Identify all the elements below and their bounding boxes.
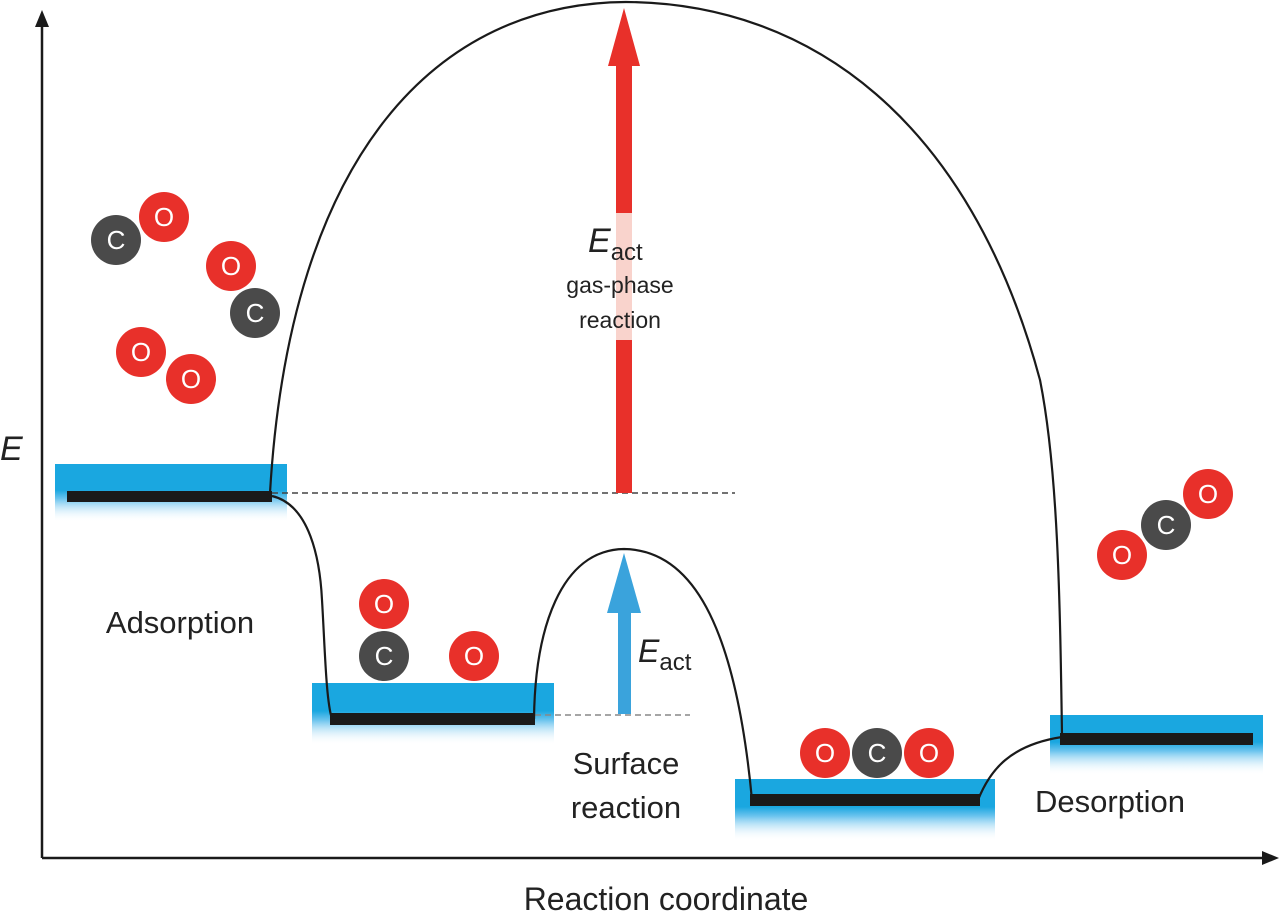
svg-text:O: O — [815, 738, 835, 768]
svg-text:O: O — [374, 589, 394, 619]
gas-phase-eact-label: Eact — [588, 222, 643, 266]
oxygen-atom — [166, 354, 216, 404]
stage-label-desorption: Desorption — [1035, 784, 1185, 819]
svg-text:O: O — [181, 364, 201, 394]
svg-text:O: O — [1198, 479, 1218, 509]
oxygen-atom — [1097, 530, 1147, 580]
energy-level-product-adsorbed — [750, 794, 980, 806]
atom-o-adsorbed: O — [449, 631, 499, 681]
oxygen-atom — [116, 327, 166, 377]
oxygen-atom — [359, 579, 409, 629]
x-axis-arrowhead — [1262, 851, 1279, 865]
surface-slab-product — [735, 779, 995, 841]
y-axis-label: E — [0, 430, 23, 468]
carbon-atom — [230, 288, 280, 338]
svg-text:O: O — [131, 337, 151, 367]
molecule-o2-gas: O O — [116, 327, 216, 404]
carbon-atom — [852, 728, 902, 778]
surface-arrow-shaft — [618, 610, 631, 714]
svg-text:C: C — [107, 225, 126, 255]
stage-label-surface-reaction-line1: Surface — [573, 746, 680, 781]
x-axis-label: Reaction coordinate — [524, 881, 809, 917]
carbon-atom — [91, 215, 141, 265]
catalytic-reaction-path — [271, 494, 1063, 801]
oxygen-atom — [1183, 469, 1233, 519]
molecule-co2-adsorbed: O C O — [800, 728, 954, 778]
svg-text:O: O — [1112, 540, 1132, 570]
gas-phase-label-line2: reaction — [579, 307, 661, 333]
carbon-atom — [359, 631, 409, 681]
gas-phase-arrow-shaft-lower — [616, 340, 632, 493]
y-axis-arrowhead — [35, 10, 49, 27]
gas-phase-arrow-head — [608, 8, 640, 66]
gas-phase-arrow-shaft-upper — [616, 62, 632, 213]
svg-text:O: O — [154, 202, 174, 232]
svg-text:O: O — [919, 738, 939, 768]
oxygen-atom — [206, 241, 256, 291]
oxygen-atom — [800, 728, 850, 778]
stage-label-adsorption: Adsorption — [106, 605, 254, 640]
svg-text:C: C — [375, 641, 394, 671]
surface-eact-label: Eact — [638, 633, 692, 676]
oxygen-atom — [904, 728, 954, 778]
gas-phase-label-line1: gas-phase — [566, 272, 673, 298]
oxygen-atom — [139, 192, 189, 242]
svg-text:O: O — [221, 251, 241, 281]
gas-phase-arrow-shaft-faded — [616, 213, 632, 340]
svg-text:C: C — [1157, 510, 1176, 540]
gas-phase-reaction-path — [268, 0, 1064, 736]
molecule-co-gas-1: C O — [91, 192, 189, 265]
molecule-co-gas-2: O C — [206, 241, 280, 338]
oxygen-atom — [449, 631, 499, 681]
carbon-atom — [1141, 500, 1191, 550]
energy-level-final — [1060, 733, 1253, 745]
energy-level-adsorbed — [330, 713, 535, 725]
svg-text:C: C — [868, 738, 887, 768]
svg-text:O: O — [464, 641, 484, 671]
energy-level-initial — [67, 491, 272, 502]
svg-text:C: C — [246, 298, 265, 328]
surface-arrow-head — [607, 553, 641, 613]
molecule-co2-gas: O C O — [1097, 469, 1233, 580]
molecule-co-adsorbed: O C — [359, 579, 409, 681]
stage-label-surface-reaction-line2: reaction — [571, 790, 681, 825]
